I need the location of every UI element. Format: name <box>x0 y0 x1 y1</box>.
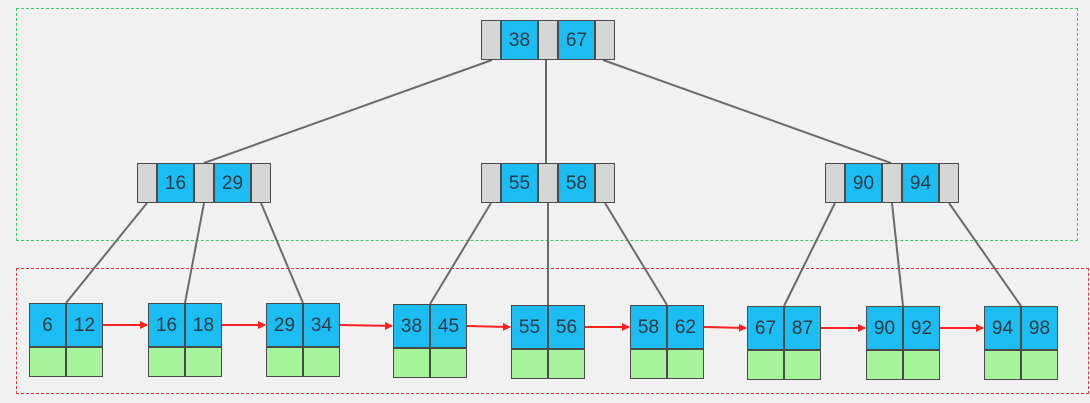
leaf-key: 45 <box>430 304 467 348</box>
leaf-key: 92 <box>903 306 940 350</box>
internal-node-key: 55 <box>501 163 538 203</box>
leaf-data-slot <box>148 347 185 377</box>
leaf-key: 56 <box>548 305 585 349</box>
leaf-data-slot <box>185 347 222 377</box>
leaf-link-arrow <box>339 321 393 330</box>
leaf-data-slot <box>747 350 784 380</box>
leaf-data-slot <box>1021 350 1058 380</box>
leaf-key: 94 <box>984 306 1021 350</box>
internal-node-pointer <box>825 163 845 203</box>
tree-edge <box>604 202 668 306</box>
tree-edge <box>65 202 148 304</box>
internal-node-key: 29 <box>214 163 251 203</box>
leaf-region <box>16 268 1089 394</box>
tree-edge <box>184 202 205 304</box>
internal-node-pointer <box>595 163 615 203</box>
internal-node-pointer <box>137 163 157 203</box>
root-node-pointer <box>481 20 501 60</box>
leaf-key: 87 <box>784 306 821 350</box>
leaf-data-slot <box>511 349 548 379</box>
internal-node-pointer <box>939 163 959 203</box>
tree-edge <box>783 202 836 307</box>
leaf-key: 38 <box>393 304 430 348</box>
root-node-pointer <box>595 20 615 60</box>
internal-node-pointer <box>194 163 214 203</box>
tree-edge <box>948 202 1022 307</box>
leaf-key: 34 <box>303 303 340 347</box>
leaf-data-slot <box>266 347 303 377</box>
leaf-key: 90 <box>866 306 903 350</box>
leaf-key: 98 <box>1021 306 1058 350</box>
leaf-key: 6 <box>29 303 66 347</box>
leaf-key: 29 <box>266 303 303 347</box>
internal-node-key: 90 <box>845 163 882 203</box>
root-node-key: 67 <box>558 20 595 60</box>
root-node-key: 38 <box>501 20 538 60</box>
leaf-data-slot <box>303 347 340 377</box>
leaf-data-slot <box>393 348 430 378</box>
internal-node-key: 58 <box>558 163 595 203</box>
leaf-key: 12 <box>66 303 103 347</box>
internal-node-pointer <box>538 163 558 203</box>
leaf-data-slot <box>984 350 1021 380</box>
leaf-data-slot <box>903 350 940 380</box>
leaf-key: 67 <box>747 306 784 350</box>
leaf-data-slot <box>548 349 585 379</box>
leaf-key: 62 <box>667 305 704 349</box>
internal-node-pointer <box>481 163 501 203</box>
leaf-key: 16 <box>148 303 185 347</box>
leaf-data-slot <box>630 349 667 379</box>
leaf-key: 58 <box>630 305 667 349</box>
leaf-data-slot <box>667 349 704 379</box>
internal-node-key: 94 <box>902 163 939 203</box>
leaf-data-slot <box>784 350 821 380</box>
internal-node-pointer <box>251 163 271 203</box>
leaf-link-arrow <box>703 323 747 332</box>
internal-node-pointer <box>882 163 902 203</box>
leaf-data-slot <box>430 348 467 378</box>
tree-edge <box>429 202 492 305</box>
root-node-pointer <box>538 20 558 60</box>
leaf-key: 18 <box>185 303 222 347</box>
leaf-key: 55 <box>511 305 548 349</box>
tree-edge <box>602 59 892 164</box>
leaf-data-slot <box>29 347 66 377</box>
tree-edge <box>260 202 304 304</box>
tree-edge <box>203 59 493 164</box>
leaf-data-slot <box>866 350 903 380</box>
tree-edge <box>891 202 904 307</box>
leaf-link-arrow <box>466 322 511 331</box>
internal-node-key: 16 <box>157 163 194 203</box>
leaf-data-slot <box>66 347 103 377</box>
